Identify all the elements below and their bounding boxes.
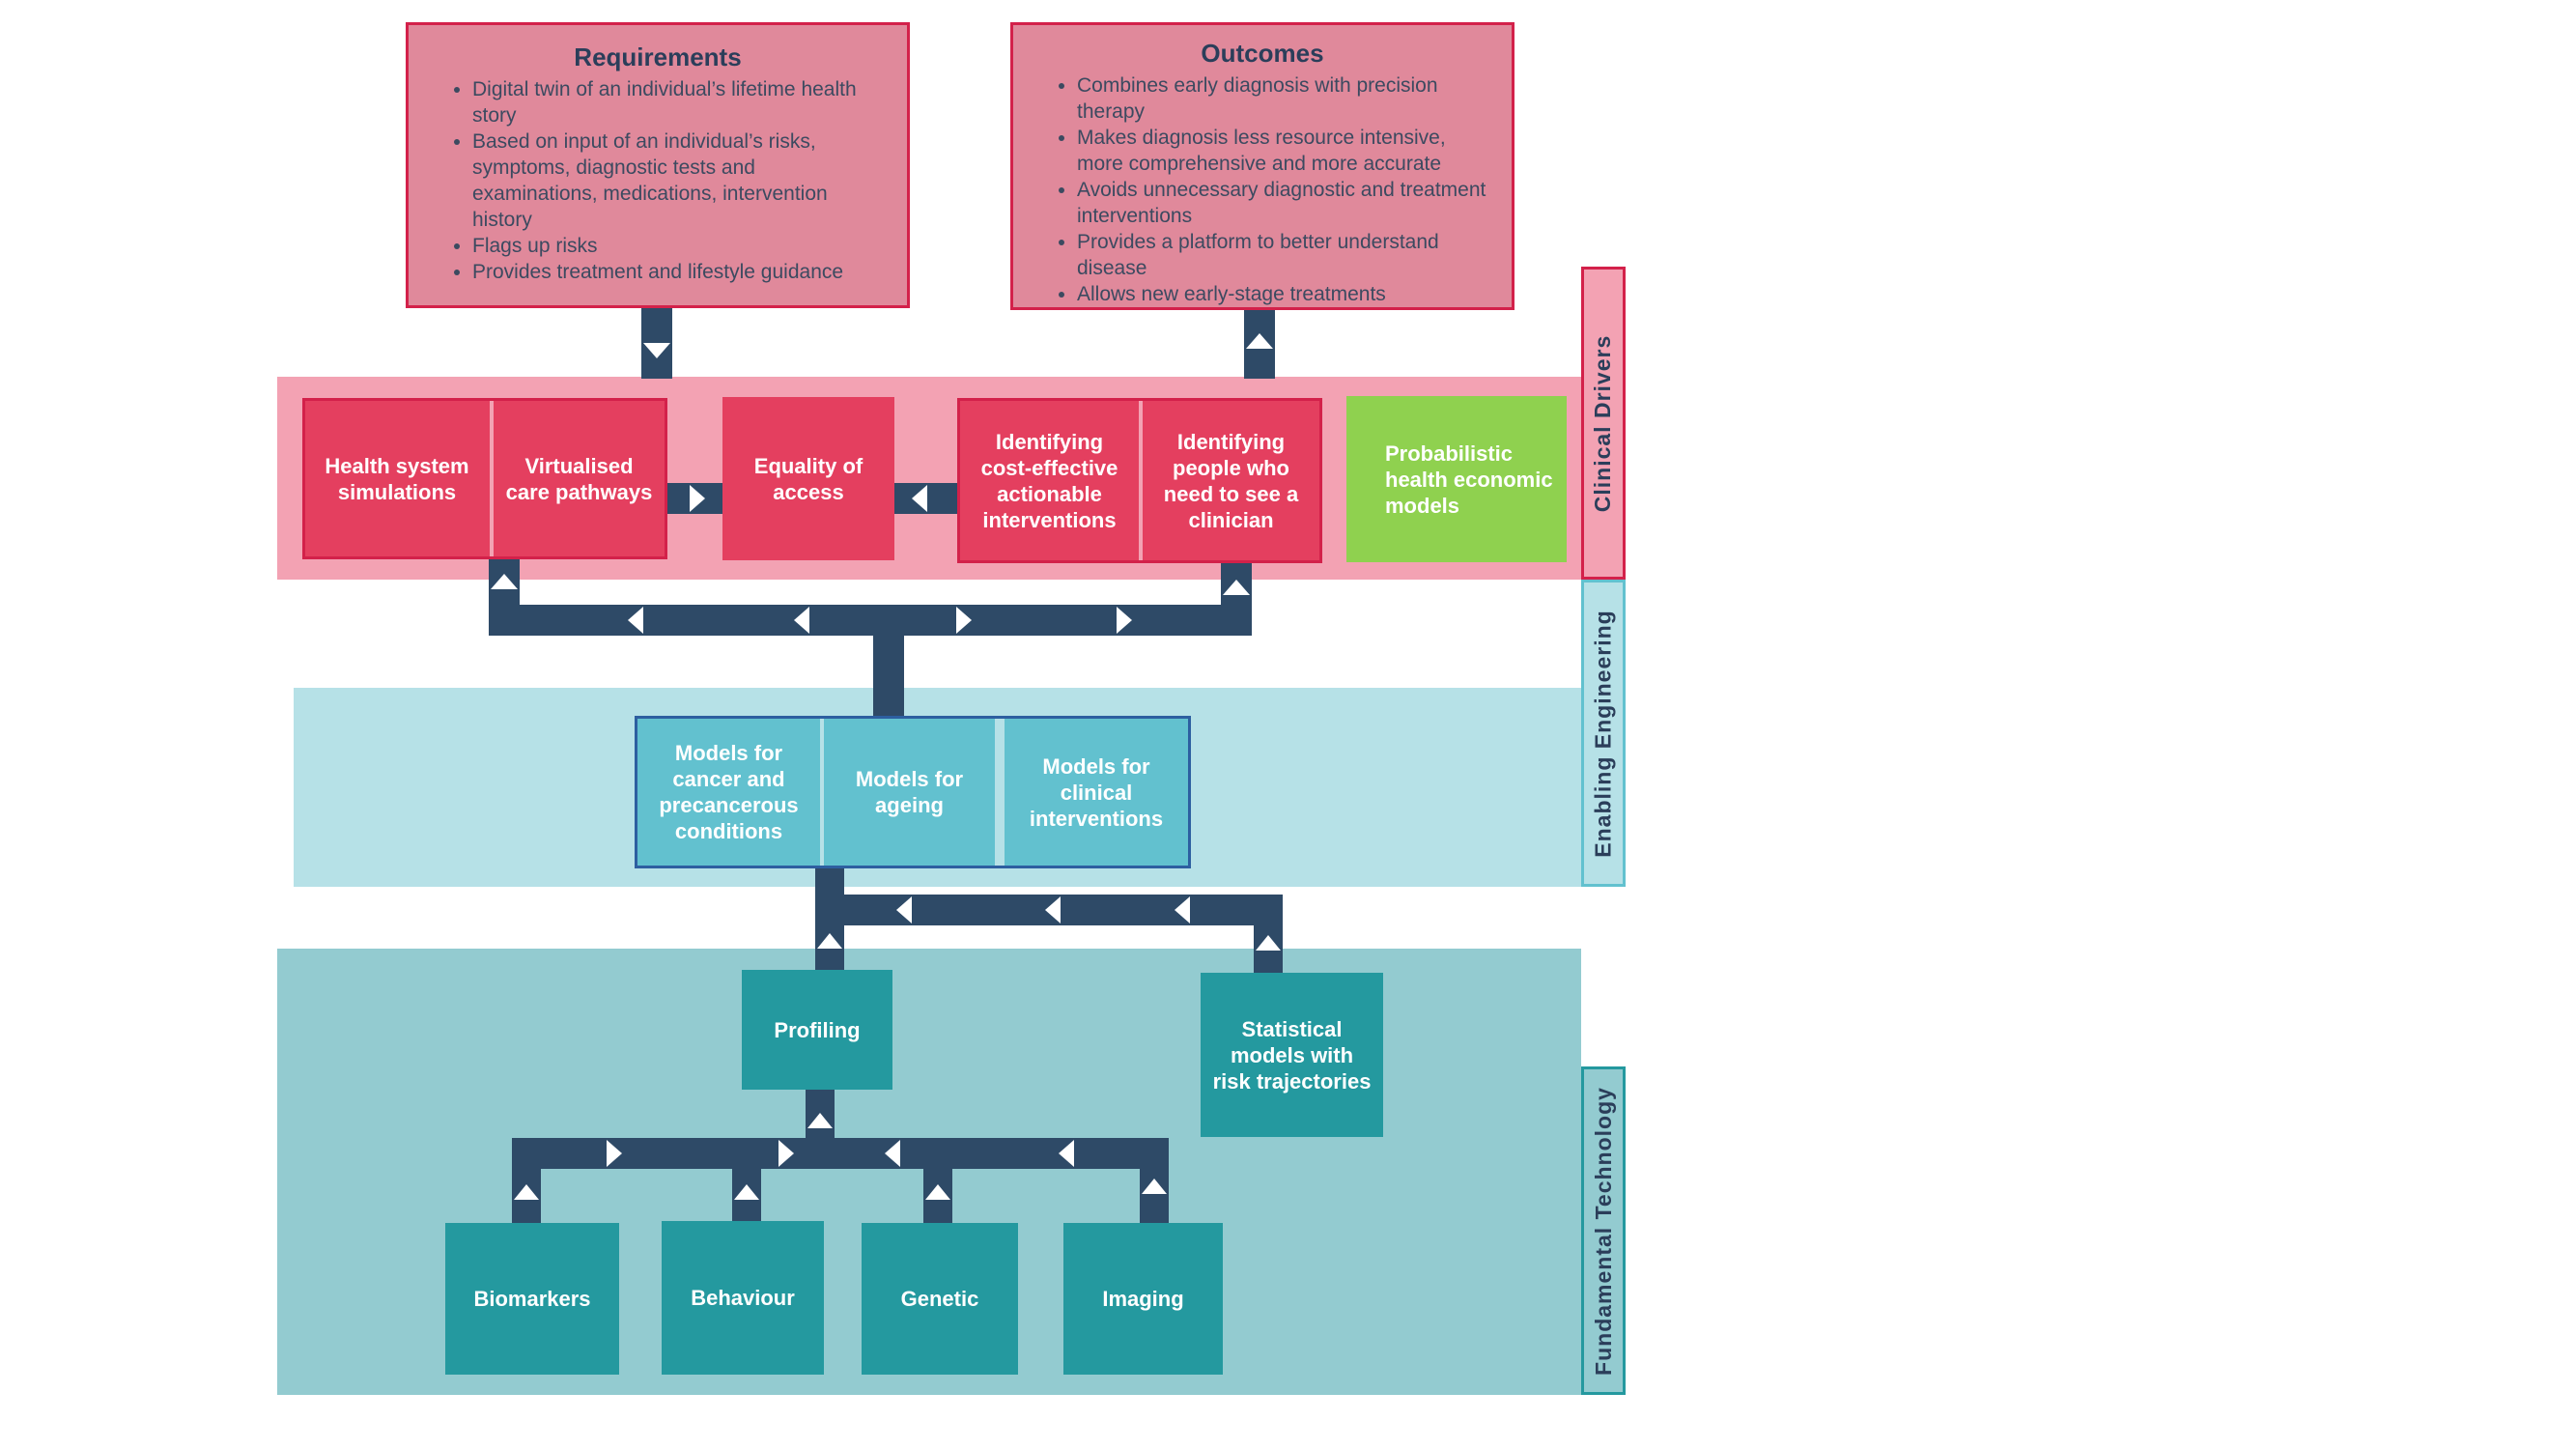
biomarkers-box: Biomarkers: [445, 1223, 619, 1375]
arrow-left-1: [628, 607, 643, 634]
requirements-list: Digital twin of an individual’s lifetime…: [432, 76, 884, 285]
behaviour-box: Behaviour: [662, 1221, 824, 1375]
requirements-title: Requirements: [574, 43, 742, 71]
list-item: Provides treatment and lifestyle guidanc…: [472, 259, 884, 285]
connector-behaviour-stem: [732, 1138, 761, 1225]
arrow-right-3: [607, 1140, 622, 1167]
arrow-up-identifying: [1223, 580, 1250, 595]
list-item: Makes diagnosis less resource intensive,…: [1077, 125, 1488, 177]
list-item: Digital twin of an individual’s lifetime…: [472, 76, 884, 128]
list-item: Allows new early-stage treatments: [1077, 281, 1488, 307]
arrow-up-virtualised: [491, 574, 518, 589]
arrow-left-equality: [912, 485, 927, 512]
identifying-cost-effective-box: Identifying cost-effective actionable in…: [960, 401, 1139, 560]
arrow-up-profiling-stem: [807, 1113, 833, 1128]
arrow-left-3: [896, 896, 912, 923]
arrow-left-2: [794, 607, 809, 634]
arrow-right-equality: [690, 485, 705, 512]
enabling-engineering-label-box: Enabling Engineering: [1581, 580, 1626, 887]
list-item: Provides a platform to better understand…: [1077, 229, 1488, 281]
outcomes-card: Outcomes Combines early diagnosis with p…: [1010, 22, 1514, 310]
statistical-models-box: Statistical models with risk trajectorie…: [1201, 973, 1383, 1137]
list-item: Flags up risks: [472, 233, 884, 259]
arrow-up-behaviour: [734, 1184, 759, 1200]
arrow-down-requirements: [643, 343, 670, 358]
genetic-box: Genetic: [862, 1223, 1018, 1375]
arrow-left-7: [1059, 1140, 1074, 1167]
models-ageing-box: Models for ageing: [824, 719, 995, 866]
arrow-right-2: [1117, 607, 1132, 634]
list-item: Combines early diagnosis with precision …: [1077, 72, 1488, 125]
arrow-left-5: [1175, 896, 1190, 923]
connector-biomarkers-stem: [512, 1138, 541, 1225]
arrow-up-statistical: [1256, 935, 1281, 951]
health-system-simulations-box: Health system simulations: [305, 401, 489, 556]
models-clinical-box: Models for clinical interventions: [1005, 719, 1188, 866]
outcomes-title: Outcomes: [1201, 39, 1324, 68]
profiling-box: Profiling: [742, 970, 892, 1090]
arrow-right-1: [956, 607, 972, 634]
imaging-box: Imaging: [1063, 1223, 1223, 1375]
divider: [490, 401, 494, 556]
equality-of-access-box: Equality of access: [722, 397, 894, 560]
arrow-up-profiling: [817, 933, 842, 949]
connector-genetic-stem: [923, 1138, 952, 1225]
list-item: Based on input of an individual’s risks,…: [472, 128, 884, 233]
probabilistic-models-box: Probabilistic health economic models: [1346, 396, 1567, 562]
arrow-up-imaging: [1142, 1179, 1167, 1194]
arrow-right-4: [778, 1140, 794, 1167]
divider: [1139, 401, 1143, 560]
connector-distribution-trunk: [873, 605, 904, 719]
divider: [820, 719, 824, 866]
requirements-card: Requirements Digital twin of an individu…: [406, 22, 910, 308]
arrow-left-4: [1045, 896, 1061, 923]
models-cancer-box: Models for cancer and precancerous condi…: [637, 719, 820, 866]
virtualised-care-pathways-box: Virtualised care pathways: [494, 401, 665, 556]
identifying-people-box: Identifying people who need to see a cli…: [1143, 401, 1319, 560]
clinical-drivers-label-box: Clinical Drivers: [1581, 267, 1626, 580]
arrow-up-genetic: [925, 1184, 950, 1200]
outcomes-list: Combines early diagnosis with precision …: [1036, 72, 1488, 307]
list-item: Avoids unnecessary diagnostic and treatm…: [1077, 177, 1488, 229]
divider: [995, 719, 1005, 866]
arrow-left-6: [885, 1140, 900, 1167]
arrow-up-outcomes: [1246, 333, 1273, 349]
arrow-up-biomarkers: [514, 1184, 539, 1200]
fundamental-technology-label-box: Fundamental Technology: [1581, 1066, 1626, 1395]
connector-distribution-bar: [489, 605, 1252, 636]
